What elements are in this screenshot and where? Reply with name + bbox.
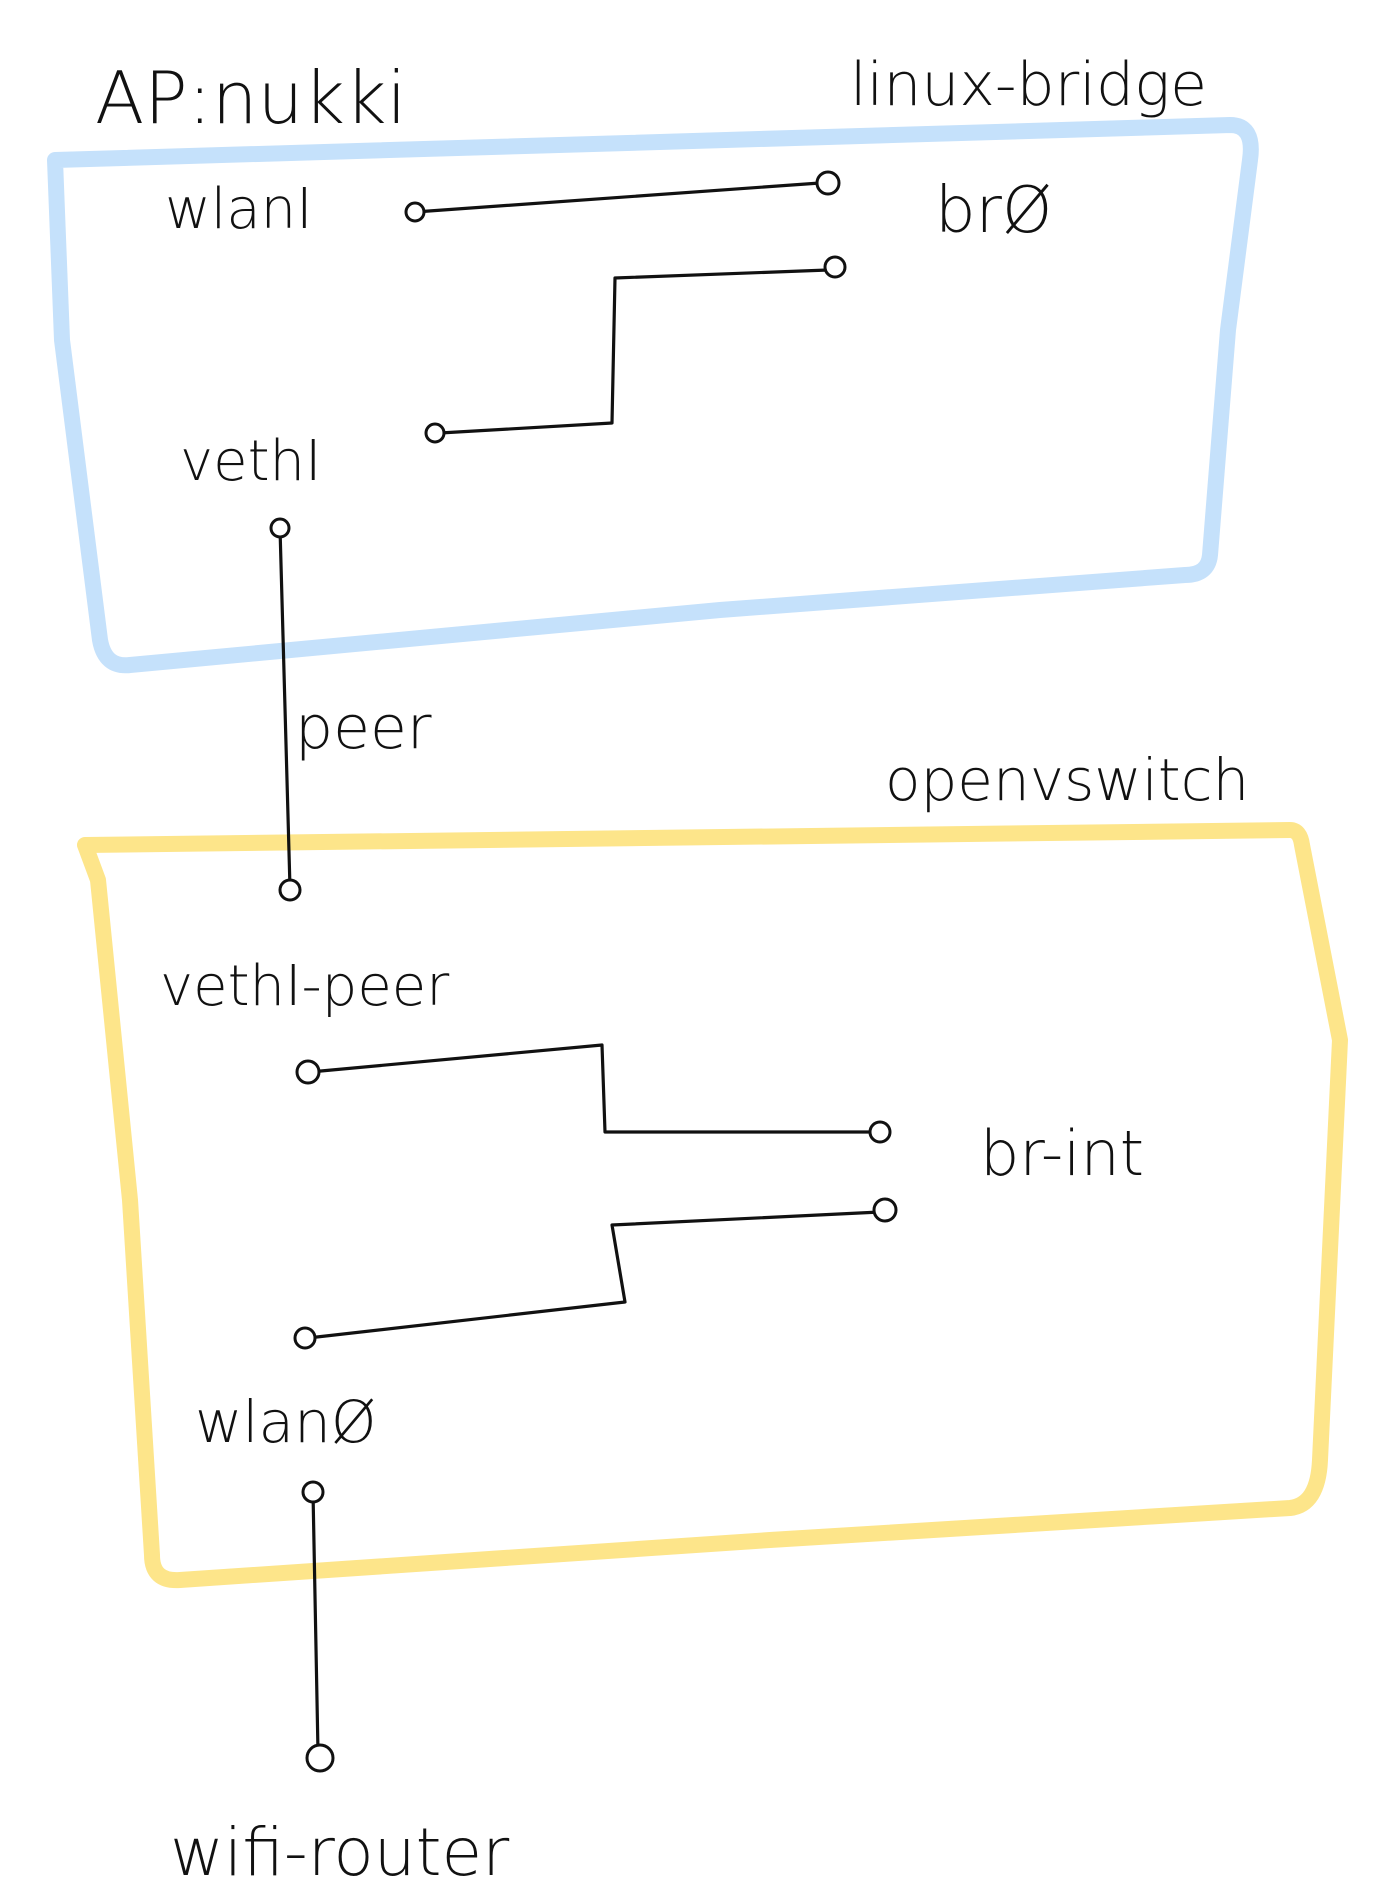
wlan1-to-br0-wire — [413, 181, 822, 214]
linux-bridge-label: linux-bridge — [850, 50, 1207, 120]
br-int-port-2 — [872, 1197, 898, 1223]
br0-port-2 — [823, 255, 847, 279]
wlan0-port — [293, 1326, 317, 1350]
openvswitch-box — [77, 822, 1348, 1589]
peer-label: peer — [295, 693, 432, 763]
wlan0-to-br-int-wire — [306, 1210, 882, 1340]
veth1-to-br0-wire — [438, 268, 830, 435]
wlan0-to-wifi-router-link — [311, 1490, 320, 1754]
wlan0-uplink-port — [301, 1480, 325, 1504]
veth1-peer-top-port — [269, 517, 291, 539]
veth1-peer-port — [295, 1059, 321, 1085]
linux-bridge-box — [47, 117, 1259, 674]
veth1-peer-to-br-int-wire — [308, 1043, 872, 1134]
openvswitch-label: openvswitch — [885, 746, 1249, 814]
veth-peer-link — [278, 526, 292, 890]
ap-name-label: AP:nukki — [95, 56, 407, 140]
br0-label: brØ — [935, 174, 1052, 248]
veth1-peer-label: vethI-peer — [160, 954, 449, 1019]
veth1-peer-bottom-port — [278, 878, 302, 902]
wlan0-label: wlanØ — [195, 1388, 377, 1456]
veth1-label: vethI — [180, 429, 322, 494]
wifi-router-label: wifi-router — [170, 1814, 510, 1891]
br-int-port-1 — [868, 1120, 892, 1144]
br-int-label: br-int — [980, 1117, 1144, 1190]
wifi-router-port — [305, 1743, 335, 1773]
br0-port-1 — [815, 170, 841, 196]
wlan1-label: wlanI — [165, 177, 313, 242]
wlan1-port — [404, 201, 426, 223]
veth1-port — [424, 422, 446, 444]
